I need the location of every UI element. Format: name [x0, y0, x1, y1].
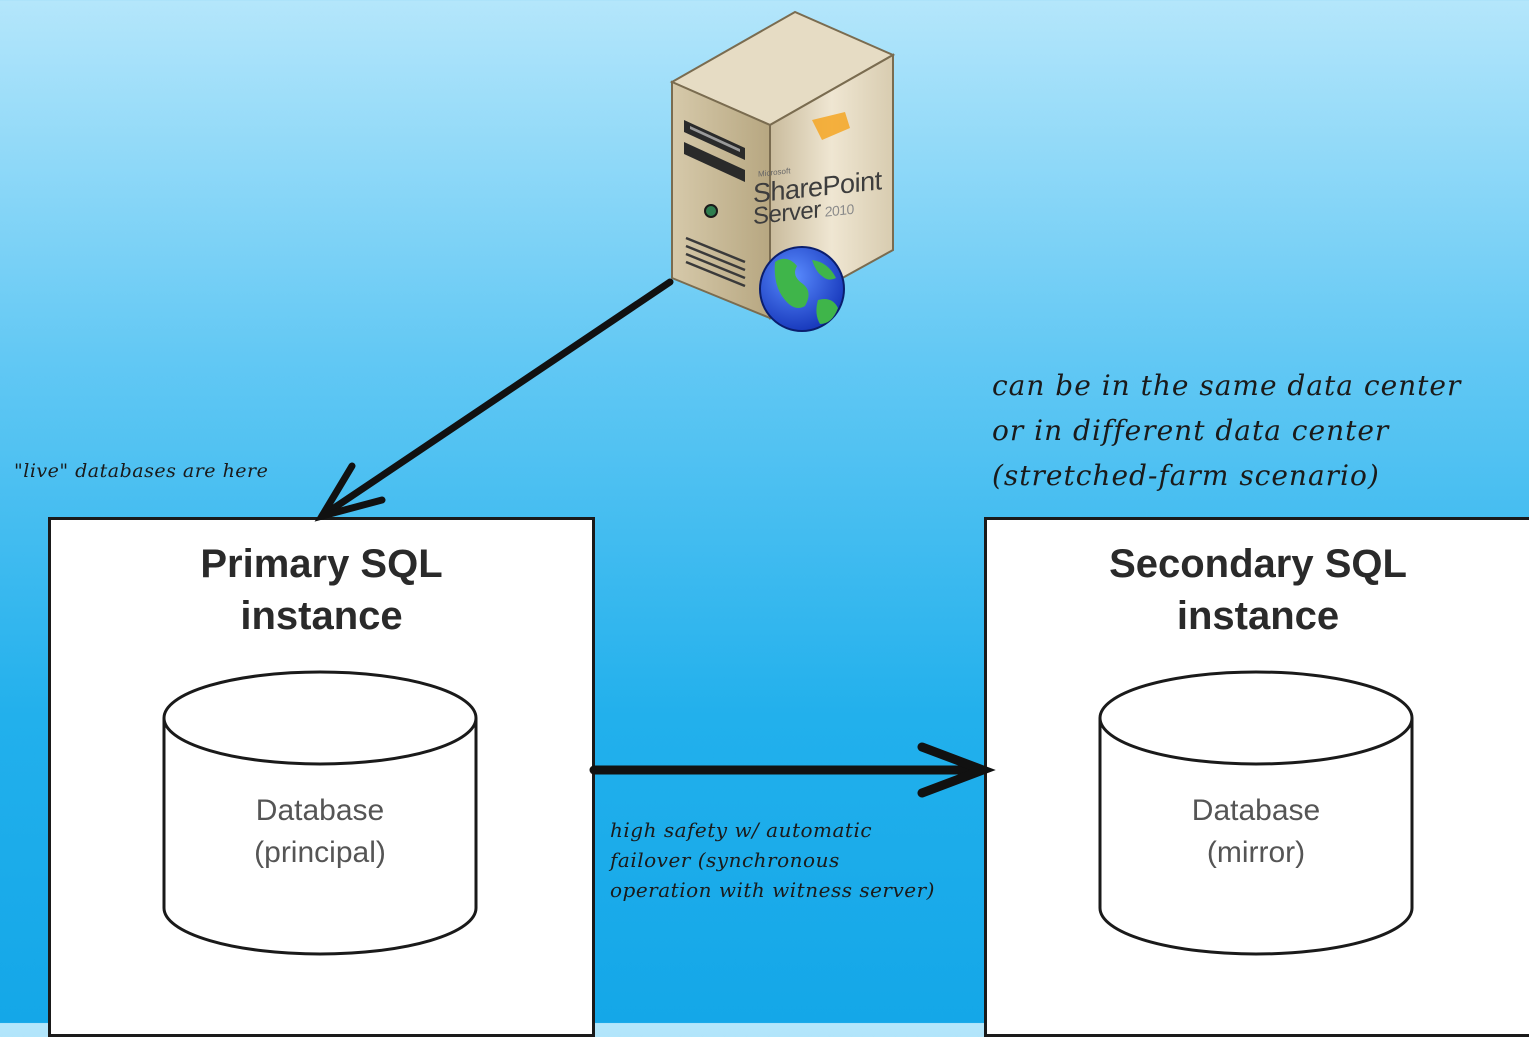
server-icon [669, 10, 896, 332]
datacenter-note: can be in the same data center or in dif… [992, 369, 1462, 492]
live-databases-note: "live" databases are here [14, 460, 269, 482]
server-brand-version: 2010 [824, 200, 854, 220]
vent-lines [685, 236, 746, 288]
drive-bays [684, 120, 745, 182]
primary-database-cylinder [162, 670, 478, 956]
mirroring-arrow [589, 742, 996, 798]
server-to-primary-arrow [314, 278, 674, 522]
secondary-sql-title: Secondary SQL instance [1109, 542, 1407, 638]
secondary-database-label: Database (mirror) [1191, 794, 1321, 869]
power-led-icon [704, 204, 718, 218]
primary-sql-title: Primary SQL instance [200, 542, 443, 638]
primary-database-label: Database (principal) [254, 794, 386, 869]
secondary-database-cylinder [1098, 670, 1414, 956]
sharepoint-logo-icon [812, 112, 850, 140]
globe-icon [759, 246, 845, 332]
mirroring-mode-note: high safety w/ automatic failover (synch… [610, 818, 935, 902]
